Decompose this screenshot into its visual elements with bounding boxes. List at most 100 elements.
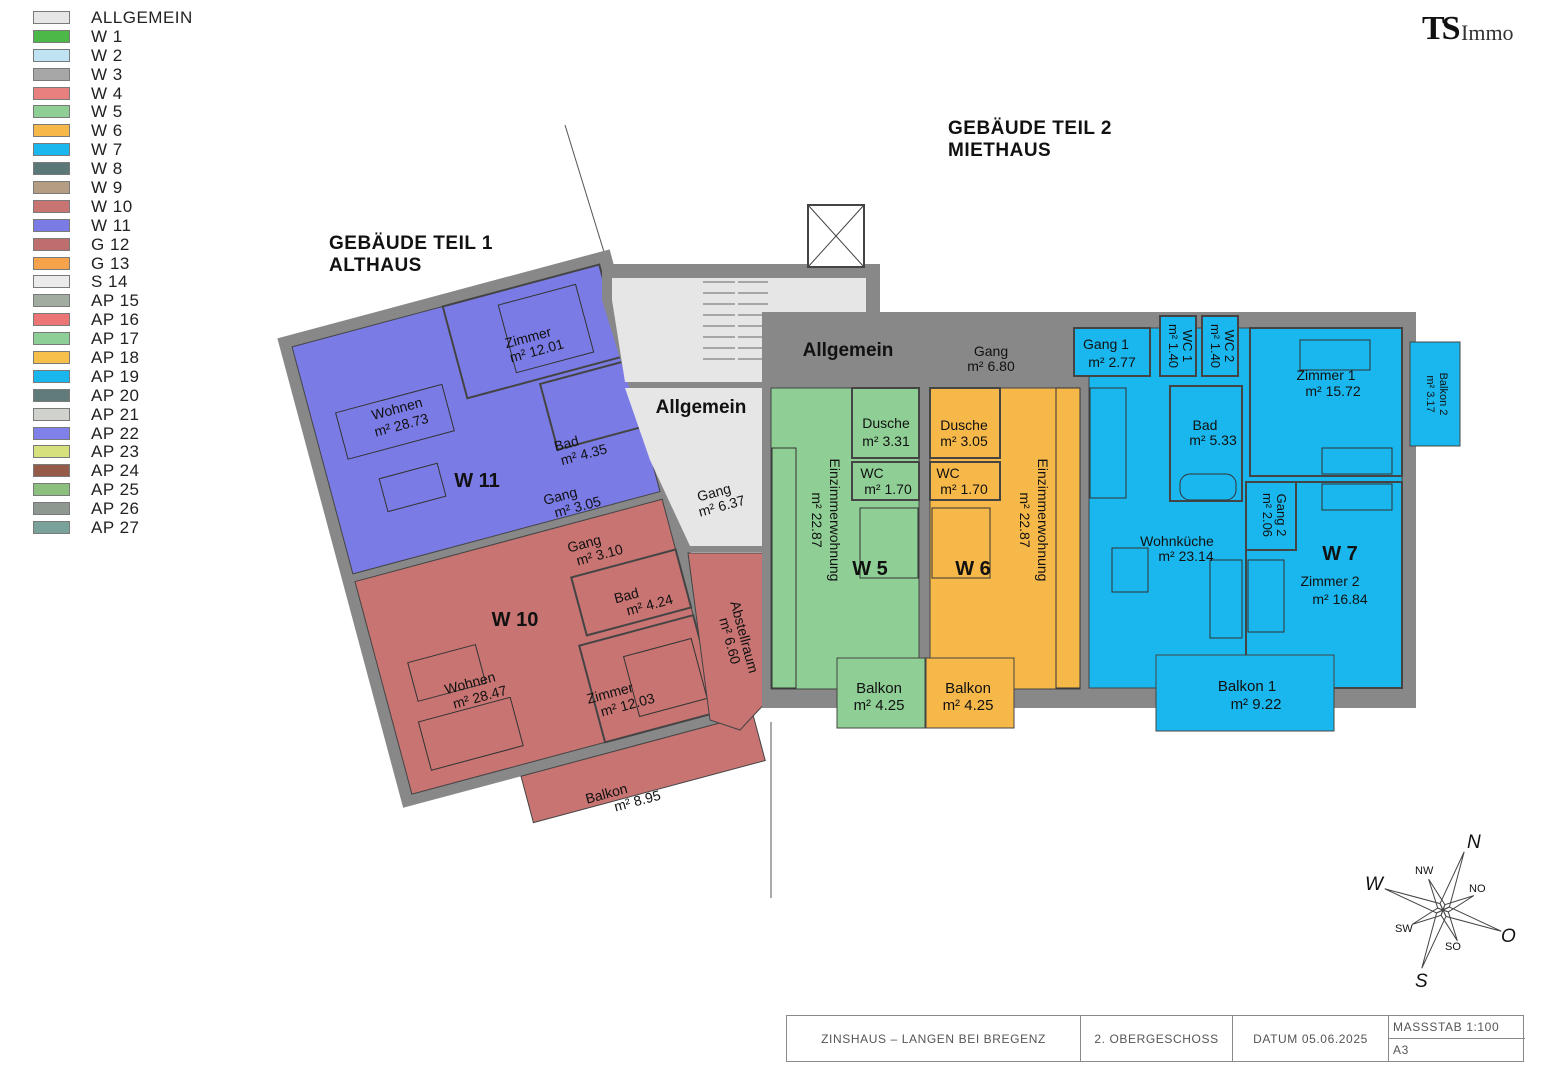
w5-wohnung-label: Einzimmerwohnung — [827, 459, 843, 582]
compass-nw: NW — [1415, 865, 1434, 877]
w7-wc1-area: m² 1.40 — [1166, 324, 1181, 368]
legend-label: AP 18 — [91, 348, 140, 368]
legend-swatch — [33, 502, 70, 516]
legend-swatch — [33, 351, 70, 365]
legend-swatch — [33, 105, 70, 119]
w10-bad-label: Bad — [612, 584, 640, 606]
w6-wc-area: m² 1.70 — [940, 481, 988, 497]
legend-label: AP 24 — [91, 461, 140, 481]
legend-label: G 12 — [91, 234, 130, 254]
legend-label: W 5 — [91, 102, 123, 122]
w7-zimmer2-label: Zimmer 2 — [1300, 573, 1359, 589]
table-symbol — [378, 462, 447, 513]
legend-swatch — [33, 11, 70, 24]
legend-label: G 13 — [91, 253, 130, 273]
legend-label: ALLGEMEIN — [91, 8, 193, 27]
w7-gang1-area: m² 2.77 — [1088, 354, 1136, 370]
legend-label: W 8 — [91, 159, 123, 179]
w10-balkon — [520, 713, 766, 824]
logo-immo-text: Immo — [1461, 20, 1514, 45]
w6-dusche-area: m² 3.05 — [940, 433, 988, 449]
allgemein-left-label: Allgemein — [656, 397, 747, 418]
w7-wohnkueche-label: Wohnküche — [1140, 533, 1214, 549]
compass-arrow — [1440, 909, 1458, 942]
w6-wc-room — [929, 461, 1001, 501]
compass-o: O — [1501, 926, 1516, 947]
legend-label: AP 15 — [91, 291, 140, 311]
title-block: ZINSHAUS – LANGEN BEI BREGENZ 2. OBERGES… — [786, 1015, 1525, 1062]
legend-label: W 4 — [91, 83, 123, 103]
building-part-2-title: GEBÄUDE TEIL 2 — [948, 118, 1112, 139]
legend-swatch — [33, 48, 70, 62]
legend-swatch — [33, 369, 70, 383]
w6-balkon — [925, 657, 1015, 729]
building-part-1-title: GEBÄUDE TEIL 1 — [329, 233, 493, 254]
bed-symbol — [622, 637, 708, 718]
unit-label-w6: W 6 — [955, 558, 991, 580]
kitchen-counter — [1089, 387, 1127, 499]
bed-symbol — [931, 507, 991, 579]
w7-zimmer1-label: Zimmer 1 — [1296, 367, 1355, 383]
compass-arrow — [1411, 907, 1444, 925]
legend-label: W 11 — [91, 215, 132, 235]
w6-dusche-room — [929, 387, 1001, 459]
w5-balkon — [836, 657, 926, 729]
legend-swatch — [33, 332, 70, 346]
legend-label: W 6 — [91, 121, 123, 141]
building-part-2-subtitle: MIETHAUS — [948, 140, 1052, 161]
table-symbol — [407, 643, 487, 702]
compass-n: N — [1467, 832, 1481, 853]
w7-balkon1-area: m² 9.22 — [1231, 696, 1282, 713]
w7-gang2-area: m² 2.06 — [1260, 493, 1275, 537]
legend-label: W 3 — [91, 64, 123, 84]
compass-rose: N S W O NW NO SW SO — [1365, 832, 1516, 992]
elevator-cross — [807, 204, 865, 268]
sofa-symbol — [1209, 559, 1243, 639]
legend-label: AP 16 — [91, 310, 140, 330]
wardrobe-symbol — [1321, 447, 1393, 475]
legend-label: AP 27 — [91, 518, 140, 538]
building-part-1-label: GEBÄUDE TEIL 1 ALTHAUS — [329, 233, 493, 277]
legend-label: AP 23 — [91, 442, 140, 462]
w7-balkon2-label: Balkon 2 — [1437, 373, 1449, 416]
w7-wc2-area: m² 1.40 — [1208, 324, 1223, 368]
building-part-1 — [277, 249, 766, 824]
legend-swatch — [33, 29, 70, 43]
unit-label-w7: W 7 — [1322, 543, 1358, 565]
legend-label: W 1 — [91, 26, 123, 46]
unit-label-w5: W 5 — [852, 558, 888, 580]
compass-w: W — [1365, 874, 1385, 895]
legend-swatch — [33, 67, 70, 81]
table-symbol — [1111, 547, 1149, 593]
legend-label: W 9 — [91, 178, 123, 198]
bed-symbol — [859, 507, 919, 579]
w6-balkon-label: Balkon — [945, 680, 991, 697]
allgemein-left-area — [625, 388, 768, 546]
legend-swatch — [33, 521, 70, 535]
legend-swatch — [33, 162, 70, 176]
wardrobe-symbol — [1321, 483, 1393, 511]
title-block-format: A3 — [1393, 1042, 1409, 1057]
w5-wc-label: WC — [860, 465, 883, 481]
w7-balkon1 — [1155, 654, 1335, 732]
w11-bad-label: Bad — [552, 432, 580, 454]
bathtub-symbol — [1179, 473, 1237, 501]
legend-label: W 7 — [91, 140, 123, 160]
legend-swatch — [33, 388, 70, 402]
w7-wc1-label: WC 1 — [1180, 330, 1195, 363]
legend-swatch — [33, 445, 70, 459]
bed-symbol — [497, 283, 595, 374]
legend-swatch — [33, 181, 70, 195]
w5-balkon-label: Balkon — [856, 680, 902, 697]
legend-swatch — [33, 218, 70, 232]
w7-gang2-label: Gang 2 — [1274, 494, 1289, 537]
legend-label: AP 26 — [91, 499, 140, 519]
legend-swatch — [33, 199, 70, 213]
w6-wohnung-label: Einzimmerwohnung — [1035, 459, 1051, 582]
unit-label-w11: W 11 — [454, 470, 500, 492]
legend-swatch — [33, 294, 70, 308]
legend-label: S 14 — [91, 272, 128, 292]
ts-immo-logo: TS Immo — [1422, 10, 1542, 47]
